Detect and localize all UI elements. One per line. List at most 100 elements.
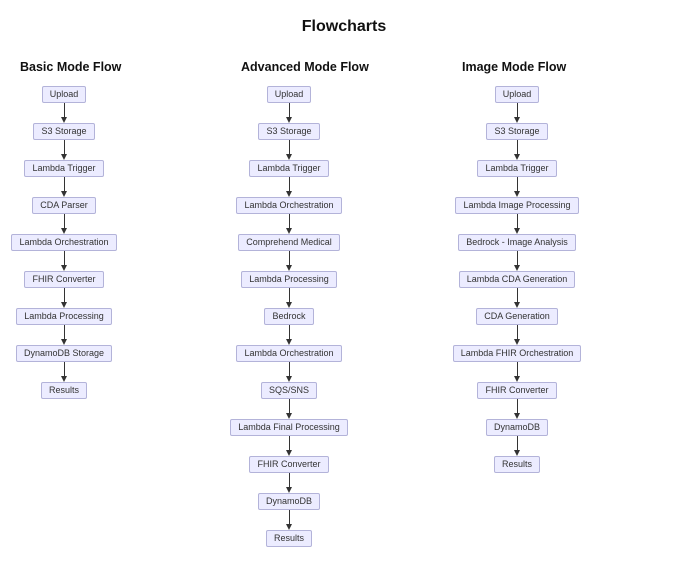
arrow-down-icon <box>512 288 522 308</box>
arrowhead-icon <box>514 450 520 456</box>
flow-node: S3 Storage <box>33 123 95 140</box>
flow-node: FHIR Converter <box>477 382 557 399</box>
flow-node: Upload <box>266 86 312 103</box>
arrowhead-icon <box>61 265 67 271</box>
flow-node: Lambda Orchestration <box>11 234 117 251</box>
flow-node: Lambda Orchestration <box>236 197 342 214</box>
arrow-line <box>63 140 65 154</box>
arrow-line <box>63 325 65 339</box>
flow-node: Lambda FHIR Orchestration <box>452 345 582 362</box>
flow-node: FHIR Converter <box>249 456 329 473</box>
arrow-down-icon <box>512 362 522 382</box>
flow-node: Lambda CDA Generation <box>458 271 576 288</box>
arrowhead-icon <box>286 302 292 308</box>
arrow-line <box>63 103 65 117</box>
flow-node: Bedrock <box>264 308 314 325</box>
arrowhead-icon <box>61 154 67 160</box>
flow-node: Lambda Trigger <box>24 160 104 177</box>
flow-node: SQS/SNS <box>260 382 317 399</box>
arrow-line <box>516 103 518 117</box>
arrow-down-icon <box>284 510 294 530</box>
arrow-line <box>288 325 290 339</box>
flow-node: Lambda Trigger <box>477 160 557 177</box>
arrow-down-icon <box>59 103 69 123</box>
arrow-down-icon <box>512 214 522 234</box>
arrow-line <box>288 251 290 265</box>
flow-node: S3 Storage <box>258 123 320 140</box>
flow-title: Basic Mode Flow <box>20 60 122 74</box>
arrow-down-icon <box>284 399 294 419</box>
arrow-line <box>288 473 290 487</box>
arrowhead-icon <box>286 413 292 419</box>
arrow-down-icon <box>284 177 294 197</box>
arrowhead-icon <box>514 228 520 234</box>
arrowhead-icon <box>61 339 67 345</box>
arrow-down-icon <box>284 103 294 123</box>
arrowhead-icon <box>514 413 520 419</box>
arrowhead-icon <box>514 265 520 271</box>
arrow-line <box>288 103 290 117</box>
flow-node: Results <box>40 382 87 399</box>
arrow-line <box>516 214 518 228</box>
flow-node: Results <box>265 530 312 547</box>
arrow-down-icon <box>59 177 69 197</box>
flow-node: Lambda Final Processing <box>230 419 348 436</box>
flow-node: CDA Parser <box>32 197 96 214</box>
arrow-line <box>516 436 518 450</box>
flow-node: Upload <box>494 86 540 103</box>
flow-title: Advanced Mode Flow <box>241 60 369 74</box>
arrow-down-icon <box>284 436 294 456</box>
flow-node: DynamoDB Storage <box>15 345 113 362</box>
flow-node: Lambda Orchestration <box>236 345 342 362</box>
arrow-line <box>288 288 290 302</box>
arrowhead-icon <box>514 376 520 382</box>
arrow-line <box>516 288 518 302</box>
flow-node: CDA Generation <box>476 308 558 325</box>
arrow-down-icon <box>512 436 522 456</box>
arrow-down-icon <box>284 473 294 493</box>
arrowhead-icon <box>286 339 292 345</box>
flow-node: S3 Storage <box>486 123 548 140</box>
flow-node: FHIR Converter <box>24 271 104 288</box>
arrow-down-icon <box>512 177 522 197</box>
arrow-down-icon <box>512 251 522 271</box>
arrowhead-icon <box>286 154 292 160</box>
arrowhead-icon <box>286 265 292 271</box>
arrowhead-icon <box>286 191 292 197</box>
arrow-down-icon <box>512 325 522 345</box>
arrowhead-icon <box>286 376 292 382</box>
arrow-down-icon <box>59 288 69 308</box>
arrowhead-icon <box>514 339 520 345</box>
flow-node: Lambda Processing <box>16 308 112 325</box>
flow-node: DynamoDB <box>485 419 548 436</box>
arrowhead-icon <box>286 487 292 493</box>
arrow-line <box>516 325 518 339</box>
arrow-line <box>288 362 290 376</box>
flow-node: Comprehend Medical <box>238 234 340 251</box>
arrowhead-icon <box>514 302 520 308</box>
arrow-down-icon <box>284 214 294 234</box>
arrow-line <box>288 510 290 524</box>
arrow-line <box>288 140 290 154</box>
flow-node: Bedrock - Image Analysis <box>458 234 576 251</box>
arrow-line <box>516 399 518 413</box>
arrow-down-icon <box>59 140 69 160</box>
arrowhead-icon <box>61 117 67 123</box>
arrowhead-icon <box>286 117 292 123</box>
arrow-down-icon <box>512 103 522 123</box>
arrow-line <box>63 362 65 376</box>
arrow-line <box>516 362 518 376</box>
arrowhead-icon <box>61 228 67 234</box>
arrow-down-icon <box>284 362 294 382</box>
arrow-line <box>288 177 290 191</box>
flow-node: Lambda Trigger <box>249 160 329 177</box>
arrowhead-icon <box>514 117 520 123</box>
arrowhead-icon <box>61 191 67 197</box>
arrowhead-icon <box>61 302 67 308</box>
arrow-line <box>288 399 290 413</box>
arrowhead-icon <box>286 524 292 530</box>
arrow-down-icon <box>284 251 294 271</box>
